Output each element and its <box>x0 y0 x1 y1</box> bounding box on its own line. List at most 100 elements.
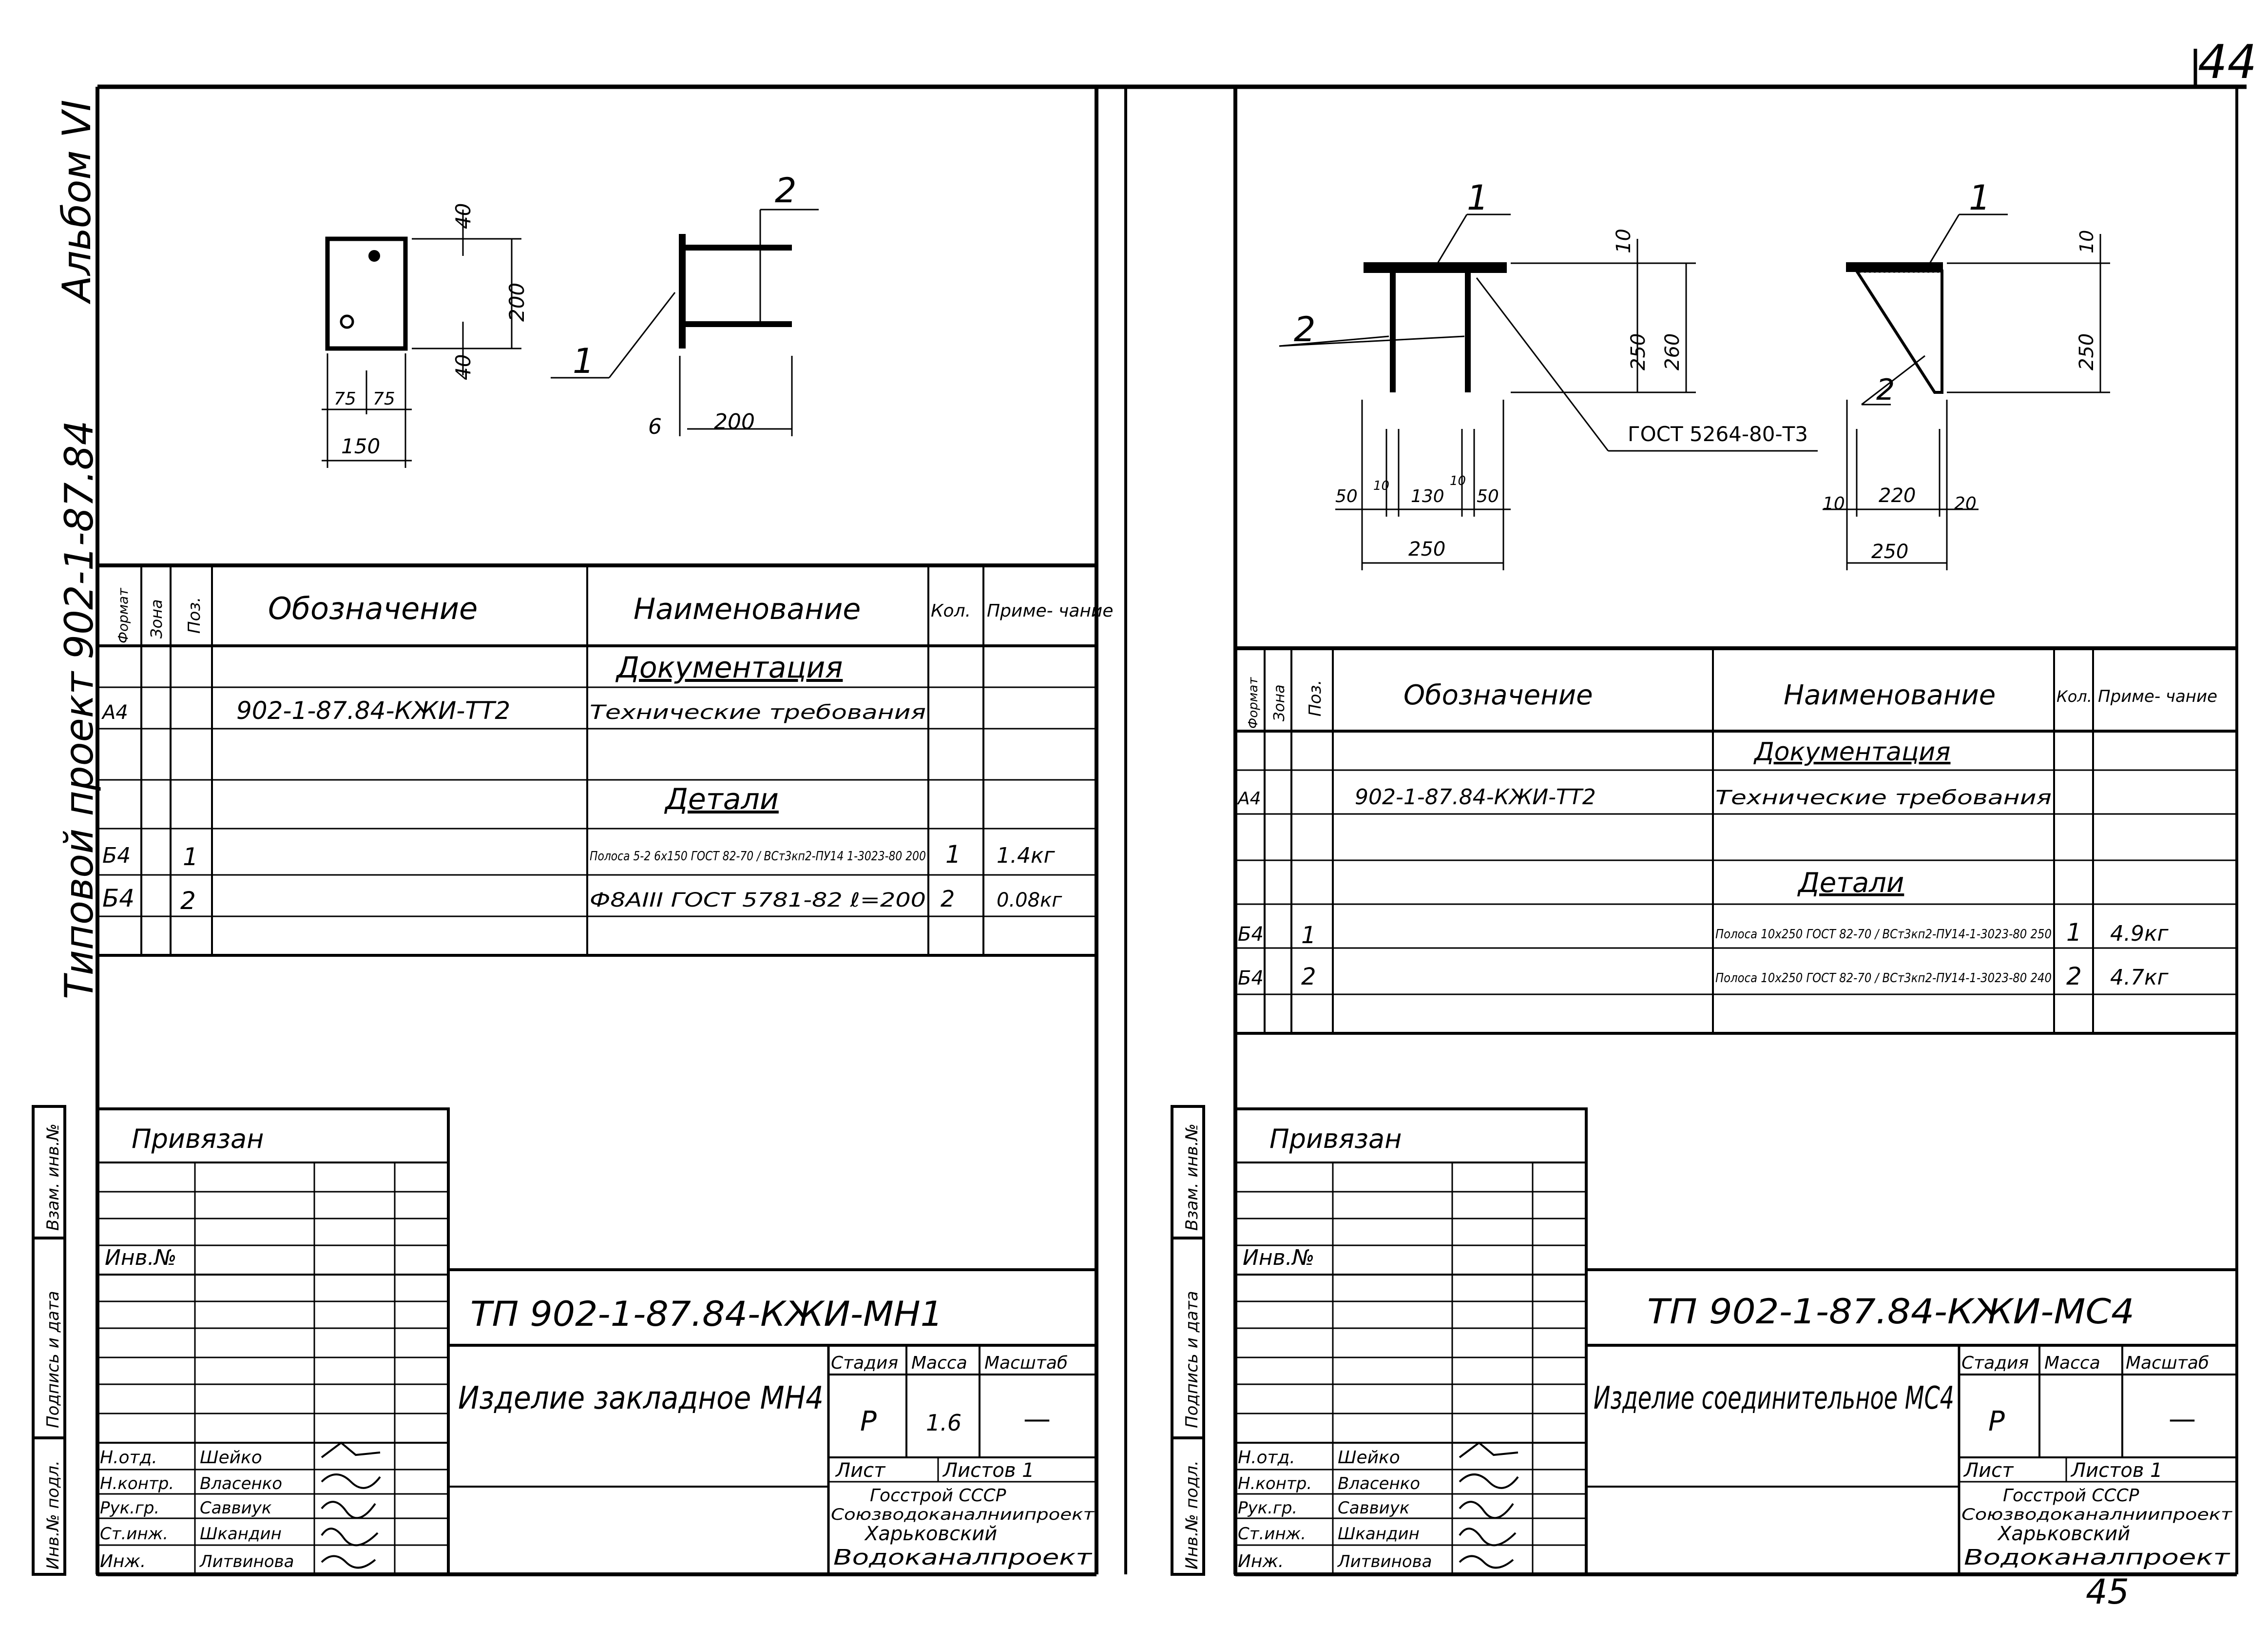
margin-stamp-1-sign: Подпись и дата <box>43 1291 63 1428</box>
s2-signer-2-role: Рук.гр. <box>1238 1498 1297 1518</box>
s2-h-format: Формат <box>1246 677 1261 729</box>
dim-10-c: 10 <box>1373 479 1389 493</box>
s1-scale: — <box>1023 1403 1051 1435</box>
s1-r3-pos: 1 <box>183 843 198 871</box>
s2-r3-qty: 1 <box>2066 918 2082 947</box>
s1-org-0: Госстрой СССР <box>870 1486 1006 1506</box>
s2-code: ТП 902-1-87.84-КЖИ-МС4 <box>1647 1292 2134 1332</box>
s2-h-zone: Зона <box>1271 684 1288 721</box>
s1-r0-name: Документация <box>615 651 843 685</box>
pos-1a-label: 1 <box>1467 178 1489 218</box>
s2-title: Изделие соединительное МС4 <box>1594 1380 1954 1416</box>
dim-40-top: 40 <box>451 203 475 229</box>
s1-sheets: Листов 1 <box>942 1459 1035 1482</box>
s2-sheets: Листов 1 <box>2070 1459 2163 1482</box>
s2-r4-format: Б4 <box>1238 967 1264 989</box>
s2-r1-format: А4 <box>1237 789 1261 809</box>
s1-h-qty: Кол. <box>931 601 971 621</box>
s1-h-zone: Зона <box>147 599 166 639</box>
s2-r4-name: Полоса 10x250 ГОСТ 82-70 / ВСт3кп2-ПУ14-… <box>1715 971 2052 986</box>
dim-50-a: 50 <box>1335 486 1358 506</box>
pos-1b-label: 1 <box>1969 178 1991 218</box>
s1-r3-name: Полоса 5-2 6x150 ГОСТ 82-70 / ВСт3кп2-ПУ… <box>590 849 926 864</box>
dim-250-d: 250 <box>1871 541 1908 563</box>
dim-10-e: 10 <box>1823 494 1845 514</box>
project-label: Типовой проект 902-1-87.84 <box>57 420 102 999</box>
margin-stamp-2-sign: Подпись и дата <box>1182 1291 1202 1428</box>
page-frame <box>96 49 2247 1576</box>
s2-r4-qty: 2 <box>2066 962 2082 990</box>
s2-r4-pos: 2 <box>1301 963 1316 990</box>
s1-signer-2-role: Рук.гр. <box>100 1498 159 1518</box>
margin-stamp-2-inv: Взам. инв.№ <box>1182 1123 1202 1231</box>
s2-signer-1-name: Власенко <box>1338 1474 1420 1493</box>
bottom-page-number: 45 <box>2086 1572 2129 1612</box>
s1-r1-designation: 902-1-87.84-КЖИ-ТТ2 <box>236 697 510 725</box>
s2-signer-0-role: Н.отд. <box>1238 1448 1295 1468</box>
s2-scale: — <box>2169 1403 2196 1435</box>
s1-signer-0-name: Шейко <box>200 1448 262 1468</box>
s1-signer-4-role: Инж. <box>100 1551 146 1571</box>
dim-220: 220 <box>1879 484 1916 507</box>
s2-signer-2-name: Саввиук <box>1338 1498 1410 1518</box>
s2-r3-name: Полоса 10x250 ГОСТ 82-70 / ВСт3кп2-ПУ14-… <box>1715 927 2052 942</box>
s1-scale-label: Масштаб <box>984 1353 1068 1373</box>
s1-inv: Инв.№ <box>105 1245 176 1270</box>
dim-75-a: 75 <box>334 389 356 409</box>
sheet2-spec-table <box>1235 646 2237 1035</box>
s2-stage: Р <box>1988 1406 2005 1437</box>
dim-75-b: 75 <box>373 389 395 409</box>
dim-260: 260 <box>1661 333 1684 370</box>
s2-inv: Инв.№ <box>1243 1245 1314 1270</box>
s2-org-2: Харьковский <box>1997 1523 2130 1545</box>
dim-200-height: 200 <box>505 283 529 322</box>
dim-250-b: 250 <box>2076 333 2098 370</box>
s1-stage-label: Стадия <box>831 1353 898 1373</box>
s2-signatures <box>1459 1441 1519 1569</box>
s2-signer-3-role: Ст.инж. <box>1238 1524 1306 1544</box>
s2-signer-3-name: Шкандин <box>1338 1524 1420 1544</box>
pos-2b-label: 2 <box>1876 373 1895 407</box>
s1-signer-2-name: Саввиук <box>200 1498 272 1518</box>
s1-h-note: Приме- чание <box>987 601 1113 621</box>
s1-stage: Р <box>860 1406 877 1437</box>
s2-r2-name: Детали <box>1797 867 1904 899</box>
s2-h-pos: Поз. <box>1306 680 1325 716</box>
s1-r4-pos: 2 <box>180 887 196 915</box>
s1-signer-0-role: Н.отд. <box>100 1448 157 1468</box>
dim-10-top-b: 10 <box>2076 230 2097 253</box>
dim-150: 150 <box>341 434 380 458</box>
dim-250-a: 250 <box>1627 333 1650 370</box>
dim-20: 20 <box>1954 494 1977 514</box>
margin-stamp-2-orig: Инв.№ подл. <box>1182 1460 1202 1569</box>
s2-r0-name: Документация <box>1753 737 1950 767</box>
gost-label: ГОСТ 5264-80-Т3 <box>1628 422 1808 446</box>
s2-r1-designation: 902-1-87.84-КЖИ-ТТ2 <box>1355 785 1596 810</box>
s1-signer-1-name: Власенко <box>200 1474 282 1493</box>
s1-r4-qty: 2 <box>941 886 955 912</box>
s2-h-designation: Обозначение <box>1403 679 1593 711</box>
s2-stage-label: Стадия <box>1961 1353 2029 1373</box>
page-number: 44 <box>2198 36 2257 89</box>
dim-10-d: 10 <box>1450 474 1466 488</box>
s2-attached: Привязан <box>1269 1123 1402 1154</box>
s2-r3-pos: 1 <box>1301 922 1316 949</box>
s1-org-1: Союзводоканалниипроект <box>831 1505 1095 1524</box>
dim-6: 6 <box>648 414 662 439</box>
s2-scale-label: Масштаб <box>2126 1353 2209 1373</box>
s1-code: ТП 902-1-87.84-КЖИ-МН1 <box>470 1294 943 1334</box>
s2-mass-label: Масса <box>2044 1353 2100 1373</box>
dim-10-top-a: 10 <box>1613 229 1635 253</box>
sheet1-drawing: 40 200 40 75 75 150 2 1 6 200 <box>322 171 819 468</box>
margin-stamp-1-inv: Взам. инв.№ <box>43 1123 63 1231</box>
s1-r3-note: 1.4кг <box>997 843 1056 868</box>
s1-r4-format: Б4 <box>102 884 135 912</box>
s1-r4-note: 0.08кг <box>997 889 1062 911</box>
s1-signer-3-role: Ст.инж. <box>100 1524 168 1544</box>
s2-signer-0-name: Шейко <box>1338 1448 1400 1468</box>
s2-signer-4-name: Литвинова <box>1337 1552 1432 1571</box>
dim-40-bottom: 40 <box>451 354 475 380</box>
s2-h-qty: Кол. <box>2057 687 2092 706</box>
s1-r3-format: Б4 <box>102 843 131 868</box>
sheet1-spec-table <box>97 563 1096 957</box>
